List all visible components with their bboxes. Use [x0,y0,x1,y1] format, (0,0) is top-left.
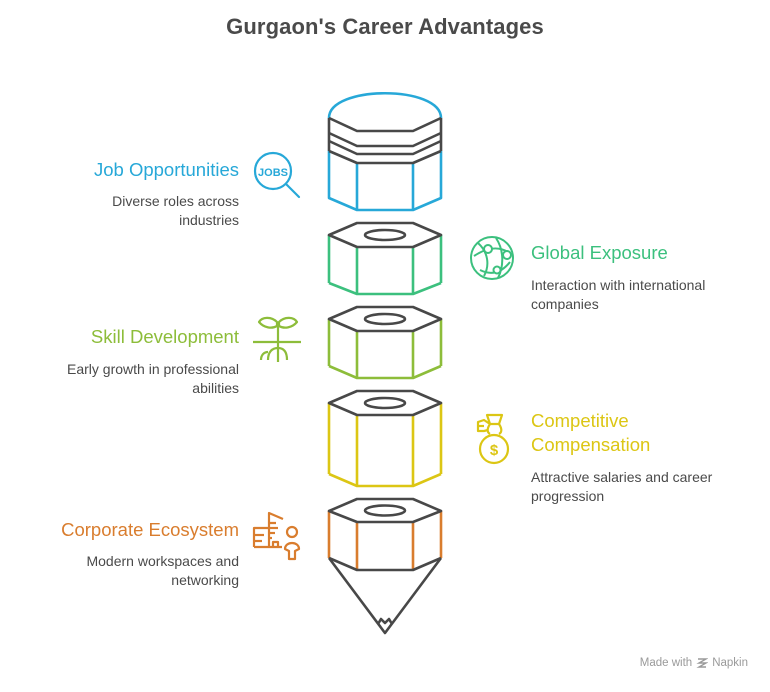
label-line: Compensation [531,434,651,455]
segment-bottom-edge [328,364,442,380]
segment-center-hole [363,228,407,242]
sprout-icon [253,316,301,362]
ferrule-band-2 [328,131,442,148]
segment-global-exposure [327,221,443,296]
segment-skill-development [327,305,443,380]
pencil-eraser-segment [327,91,443,212]
eraser-dome [327,91,443,119]
ferrule-band-4 [328,149,442,165]
item-description-global-exposure: Interaction with international companies [531,276,705,313]
item-label-competitive-compensation: Competitive Compensation [531,409,650,457]
item-description-corporate-ecosystem: Modern workspaces and networking [86,552,239,589]
item-description-job-opportunities: Diverse roles across industries [112,192,239,229]
segment-bottom-edge [328,556,442,572]
segment-competitive-compensation [327,389,443,488]
description-line: Early growth in professional [67,361,239,377]
segment-bottom-edge [328,472,442,488]
description-line: abilities [192,379,239,396]
svg-text:$: $ [490,442,499,459]
segment-top-hexagon [327,389,443,417]
segment-top-hexagon [327,497,443,524]
item-label-corporate-ecosystem: Corporate Ecosystem [61,519,239,540]
item-label-global-exposure: Global Exposure [531,242,668,263]
svg-text:JOBS: JOBS [258,167,288,179]
description-line: Attractive salaries and career [531,469,713,485]
label-line: Competitive [531,410,629,431]
money-bag-icon: $ [476,413,510,465]
segment-corporate-ecosystem [327,497,443,572]
description-line: networking [171,571,239,588]
segment-bottom-edge [328,281,442,296]
ferrule-band-1 [328,116,442,133]
pencil-tip [327,557,443,635]
segment-center-hole [363,312,407,326]
description-line: Interaction with international [531,277,706,293]
jobs-search-icon: JOBS [253,151,301,199]
pencil-lead-mark [376,617,394,625]
segment-top-hexagon [327,305,443,333]
ferrule-band-3 [328,139,442,156]
page-title: Gurgaon's Career Advantages [226,14,544,39]
segment-center-hole [363,504,407,517]
description-line: companies [531,295,599,312]
item-label-job-opportunities: Job Opportunities [93,159,239,180]
footer-watermark: Made with Napkin [640,657,748,669]
eraser-body-left [327,151,443,212]
globe-network-icon [470,236,514,280]
footer-brand: Napkin [712,657,748,669]
description-line: Modern workspaces and [86,553,239,569]
segment-center-hole [363,396,407,410]
segment-top-hexagon [327,221,443,249]
item-description-competitive-compensation: Attractive salaries and career progressi… [531,468,712,505]
office-person-icon [252,511,301,561]
description-line: industries [179,211,239,228]
item-description-skill-development: Early growth in professional abilities [67,360,239,397]
footer-made-with: Made with [639,657,693,669]
description-line: progression [531,487,605,504]
napkin-logo-icon [696,658,709,668]
item-label-skill-development: Skill Development [90,326,239,347]
description-line: Diverse roles across [112,193,239,209]
